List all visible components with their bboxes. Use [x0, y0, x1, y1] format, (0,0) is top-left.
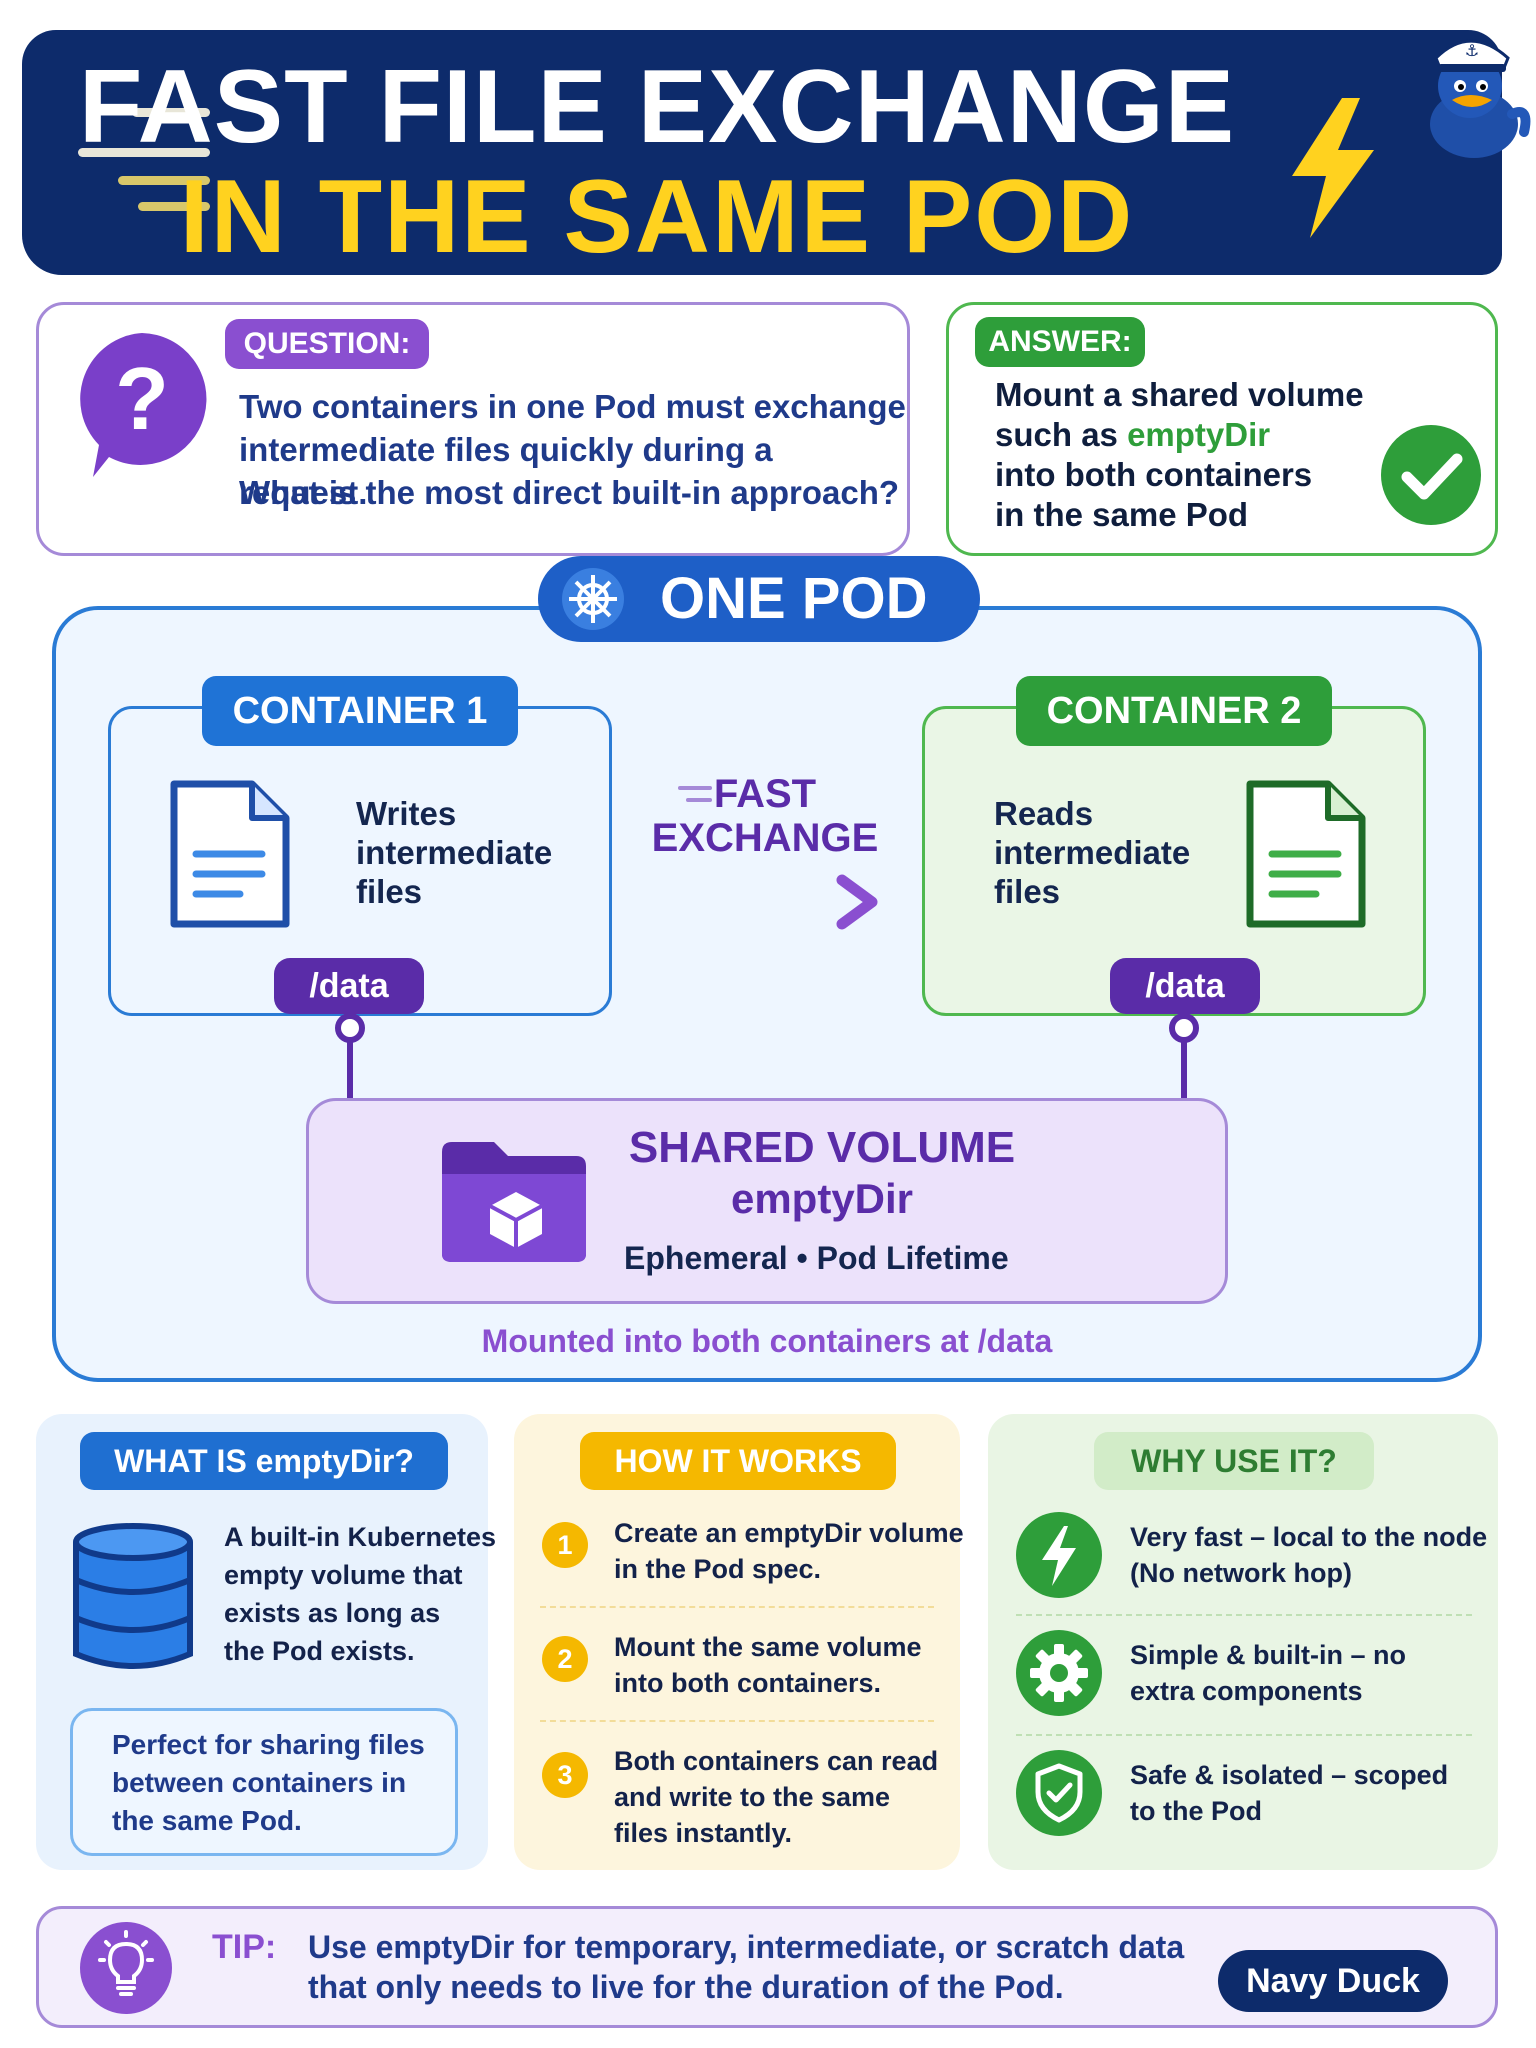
- step-3-line-1: Both containers can read: [614, 1746, 939, 1776]
- shared-volume-meta: Ephemeral • Pod Lifetime: [624, 1240, 1009, 1276]
- header-title-line1: FAST FILE EXCHANGE: [78, 49, 1236, 165]
- navy-duck-mascot-icon: ⚓: [1430, 39, 1531, 158]
- what-note-line-1: Perfect for sharing files: [112, 1729, 425, 1760]
- pod-caption: Mounted into both containers at /data: [481, 1323, 1053, 1359]
- folder-cube-icon: [442, 1142, 586, 1262]
- container-1-line-1: Writes: [356, 795, 457, 832]
- shared-volume-title: SHARED VOLUME: [628, 1123, 1016, 1172]
- why-2-line-1: Simple & built-in – no: [1130, 1640, 1406, 1670]
- question-line-3: What is the most direct built-in approac…: [239, 474, 900, 511]
- container-1-line-2: intermediate: [356, 834, 553, 871]
- step-number-2: 2: [542, 1636, 588, 1682]
- container-2-label: CONTAINER 2: [1016, 676, 1332, 746]
- why-3-line-1: Safe & isolated – scoped: [1130, 1760, 1449, 1790]
- check-circle-icon: [1381, 425, 1481, 525]
- database-icon: [73, 1523, 193, 1669]
- container-2-mount-path: /data: [1110, 958, 1260, 1014]
- answer-line-3: into both containers: [995, 456, 1313, 493]
- fast-exchange-line-2: EXCHANGE: [651, 816, 879, 860]
- what-line-4: the Pod exists.: [224, 1636, 415, 1666]
- shield-check-icon: [1016, 1750, 1102, 1836]
- speed-line: [78, 148, 210, 157]
- header-title-line2: IN THE SAME POD: [179, 159, 1135, 275]
- tip-label: TIP:: [212, 1928, 277, 1966]
- why-divider: [1016, 1614, 1472, 1616]
- step-2-line-2: into both containers.: [614, 1668, 881, 1698]
- question-label: QUESTION:: [225, 319, 429, 369]
- fast-exchange-label: FAST EXCHANGE: [640, 772, 890, 860]
- lightning-bolt-icon: [1292, 98, 1374, 238]
- step-1-line-1: Create an emptyDir volume: [614, 1518, 964, 1548]
- speed-line: [118, 176, 210, 185]
- kubernetes-helm-icon: [562, 568, 624, 630]
- svg-text:⚓: ⚓: [1465, 41, 1479, 60]
- lightning-icon: [1016, 1512, 1102, 1598]
- fast-exchange-line-1: FAST: [713, 772, 817, 816]
- answer-card: ANSWER: Mount a shared volume such as em…: [946, 302, 1498, 556]
- navy-duck-brand-badge: Navy Duck: [1218, 1950, 1448, 2012]
- svg-text:?: ?: [115, 349, 169, 448]
- step-number-1: 1: [542, 1522, 588, 1568]
- document-icon: [170, 780, 290, 928]
- question-line-1: Two containers in one Pod must exchange: [239, 388, 906, 425]
- how-it-works-card: [514, 1414, 960, 1870]
- step-number-3: 3: [542, 1752, 588, 1798]
- step-divider: [540, 1606, 934, 1608]
- container-2-line-2: intermediate: [994, 834, 1191, 871]
- step-2-line-1: Mount the same volume: [614, 1632, 922, 1662]
- container-1-line-3: files: [356, 873, 423, 910]
- why-3-line-2: to the Pod: [1130, 1796, 1262, 1826]
- speed-line: [138, 202, 210, 211]
- what-line-1: A built-in Kubernetes: [224, 1522, 497, 1552]
- shared-volume-subtitle: emptyDir: [730, 1175, 914, 1222]
- document-icon: [1246, 780, 1366, 928]
- what-note-line-2: between containers in: [112, 1767, 407, 1798]
- what-line-3: exists as long as: [224, 1598, 441, 1628]
- answer-label: ANSWER:: [975, 317, 1145, 367]
- why-use-it-label: WHY USE IT?: [1094, 1432, 1374, 1490]
- why-1-line-1: Very fast – local to the node: [1130, 1522, 1488, 1552]
- why-2-line-2: extra components: [1130, 1676, 1363, 1706]
- why-divider: [1016, 1734, 1472, 1736]
- container-1-mount-path: /data: [274, 958, 424, 1014]
- gear-icon: [1016, 1630, 1102, 1716]
- why-1-line-2: (No network hop): [1130, 1558, 1352, 1588]
- question-line-2: intermediate files quickly during a requ…: [239, 431, 773, 511]
- answer-line-4: in the same Pod: [995, 496, 1249, 533]
- step-1-line-2: in the Pod spec.: [614, 1554, 822, 1584]
- answer-line-2: such as emptyDir: [995, 415, 1270, 455]
- speed-dash: [678, 786, 712, 790]
- tip-line-1: Use emptyDir for temporary, intermediate…: [308, 1929, 1185, 1965]
- answer-line-1: Mount a shared volume: [995, 376, 1364, 413]
- step-divider: [540, 1720, 934, 1722]
- question-mark-icon: ?: [80, 333, 207, 477]
- container-2-line-3: files: [994, 873, 1061, 910]
- what-is-label: WHAT IS emptyDir?: [80, 1432, 448, 1490]
- exchange-arrow-icon: [640, 874, 878, 930]
- container-2-line-1: Reads: [994, 795, 1094, 832]
- tip-line-2: that only needs to live for the duration…: [308, 1969, 1064, 2005]
- what-note-box: [70, 1708, 458, 1856]
- pod-title-badge: ONE POD: [538, 556, 980, 642]
- header-banner: FAST FILE EXCHANGE IN THE SAME POD: [22, 30, 1502, 275]
- container-1-label: CONTAINER 1: [202, 676, 518, 746]
- step-3-line-2: and write to the same: [614, 1782, 891, 1812]
- speed-dash: [686, 798, 712, 802]
- step-3-line-3: files instantly.: [614, 1818, 793, 1848]
- speed-line: [132, 108, 210, 117]
- what-note-line-3: the same Pod.: [112, 1805, 302, 1836]
- answer-highlight-emptydir: emptyDir: [1127, 416, 1271, 453]
- pod-title: ONE POD: [660, 566, 928, 631]
- question-card: QUESTION: ? Two containers in one Pod mu…: [36, 302, 910, 556]
- what-line-2: empty volume that: [224, 1560, 463, 1590]
- answer-line-2-prefix: such as: [995, 416, 1128, 453]
- how-it-works-label: HOW IT WORKS: [580, 1432, 896, 1490]
- lightbulb-icon: [80, 1922, 172, 2014]
